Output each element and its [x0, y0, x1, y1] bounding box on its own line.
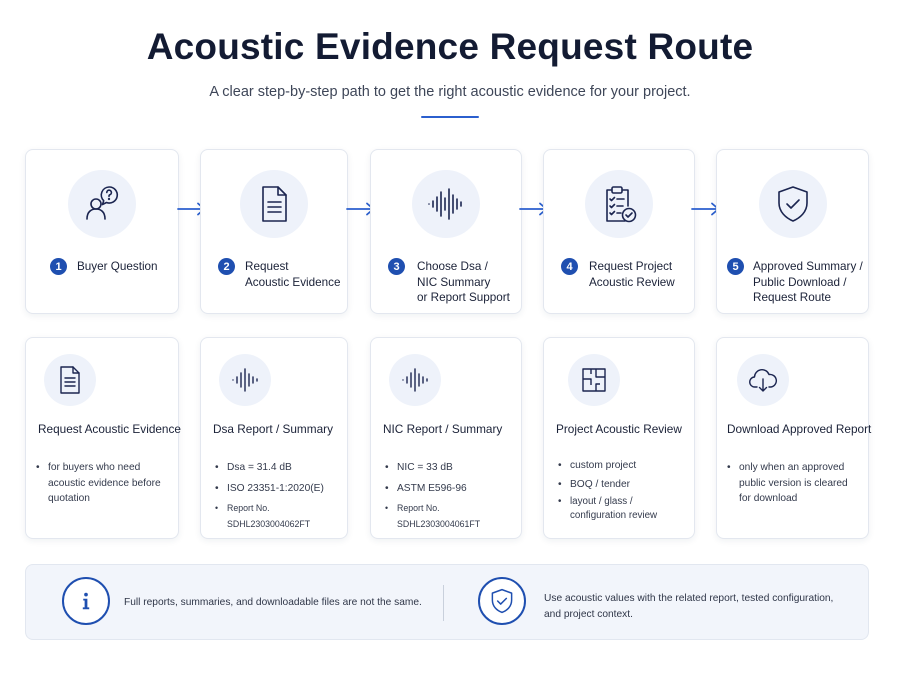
- clipboard-check-icon: [585, 170, 653, 238]
- user-question-icon: [68, 170, 136, 238]
- step-number-badge: 1: [50, 258, 67, 275]
- detail-bullets: for buyers who need acoustic evidence be…: [36, 460, 172, 512]
- detail-card-download-report: Download Approved Report only when an ap…: [716, 337, 872, 539]
- detail-title: Dsa Report / Summary: [213, 422, 333, 436]
- detail-bullets: Dsa = 31.4 dB ISO 23351-1:2020(E) Report…: [215, 460, 341, 537]
- step-card-2: 2 Request Acoustic Evidence: [200, 149, 348, 314]
- title-underline: [421, 116, 479, 118]
- step-card-5: 5 Approved Summary / Public Download / R…: [716, 149, 869, 314]
- detail-title: Project Acoustic Review: [556, 422, 682, 436]
- detail-card-request-evidence: Request Acoustic Evidence for buyers who…: [25, 337, 181, 539]
- list-item: custom project: [558, 458, 688, 474]
- step-card-1: 1 Buyer Question: [25, 149, 179, 314]
- list-item: NIC = 33 dB: [385, 460, 515, 476]
- step-number-badge: 2: [218, 258, 235, 275]
- document-icon: [240, 170, 308, 238]
- detail-title: Request Acoustic Evidence: [38, 422, 181, 436]
- step-label: Choose Dsa / NIC Summary or Report Suppo…: [417, 260, 510, 304]
- sound-wave-icon: [412, 170, 480, 238]
- footer-note-right: Use acoustic values with the related rep…: [544, 593, 834, 620]
- detail-card-nic-report: NIC Report / Summary NIC = 33 dB ASTM E5…: [370, 337, 522, 539]
- list-item: only when an approved public version is …: [727, 460, 862, 507]
- step-card-3: 3 Choose Dsa / NIC Summary or Report Sup…: [370, 149, 522, 314]
- step-label: Approved Summary / Public Download / Req…: [753, 260, 863, 304]
- list-item: BOQ / tender: [558, 477, 688, 493]
- shield-check-icon: [478, 577, 526, 625]
- list-item: for buyers who need acoustic evidence be…: [36, 460, 172, 507]
- cloud-download-icon: [737, 354, 789, 406]
- list-item: layout / glass / configuration review: [558, 495, 688, 522]
- step-label: Request Project Acoustic Review: [589, 260, 675, 289]
- detail-title: NIC Report / Summary: [383, 422, 503, 436]
- floor-plan-icon: [568, 354, 620, 406]
- step-number-badge: 4: [561, 258, 578, 275]
- document-icon: [44, 354, 96, 406]
- step-number-badge: 3: [388, 258, 405, 275]
- detail-bullets: custom project BOQ / tender layout / gla…: [558, 458, 688, 527]
- footer-note: Full reports, summaries, and downloadabl…: [25, 564, 869, 640]
- footer-note-left: Full reports, summaries, and downloadabl…: [124, 597, 422, 608]
- detail-card-dsa-report: Dsa Report / Summary Dsa = 31.4 dB ISO 2…: [200, 337, 348, 539]
- page-title: Acoustic Evidence Request Route: [146, 26, 754, 67]
- list-item: ASTM E596-96: [385, 481, 515, 497]
- info-icon: [62, 577, 110, 625]
- step-number-badge: 5: [727, 258, 744, 275]
- shield-check-icon: [758, 170, 827, 238]
- detail-bullets: NIC = 33 dB ASTM E596-96 Report No. SDHL…: [385, 460, 515, 537]
- detail-card-project-review: Project Acoustic Review custom project B…: [543, 337, 695, 539]
- list-item: Report No. SDHL2303004061FT: [385, 501, 515, 532]
- step-label: Buyer Question: [77, 260, 158, 273]
- page-subtitle: A clear step-by-step path to get the rig…: [209, 84, 691, 100]
- list-item: Report No. SDHL2303004062FT: [215, 501, 341, 532]
- sound-wave-icon: [389, 354, 441, 406]
- list-item: Dsa = 31.4 dB: [215, 460, 341, 476]
- step-label: Request Acoustic Evidence: [245, 260, 341, 289]
- sound-wave-icon: [219, 354, 271, 406]
- footer-divider: [443, 585, 444, 621]
- detail-bullets: only when an approved public version is …: [727, 460, 862, 512]
- step-card-4: 4 Request Project Acoustic Review: [543, 149, 695, 314]
- detail-title: Download Approved Report: [727, 422, 872, 436]
- list-item: ISO 23351-1:2020(E): [215, 481, 341, 497]
